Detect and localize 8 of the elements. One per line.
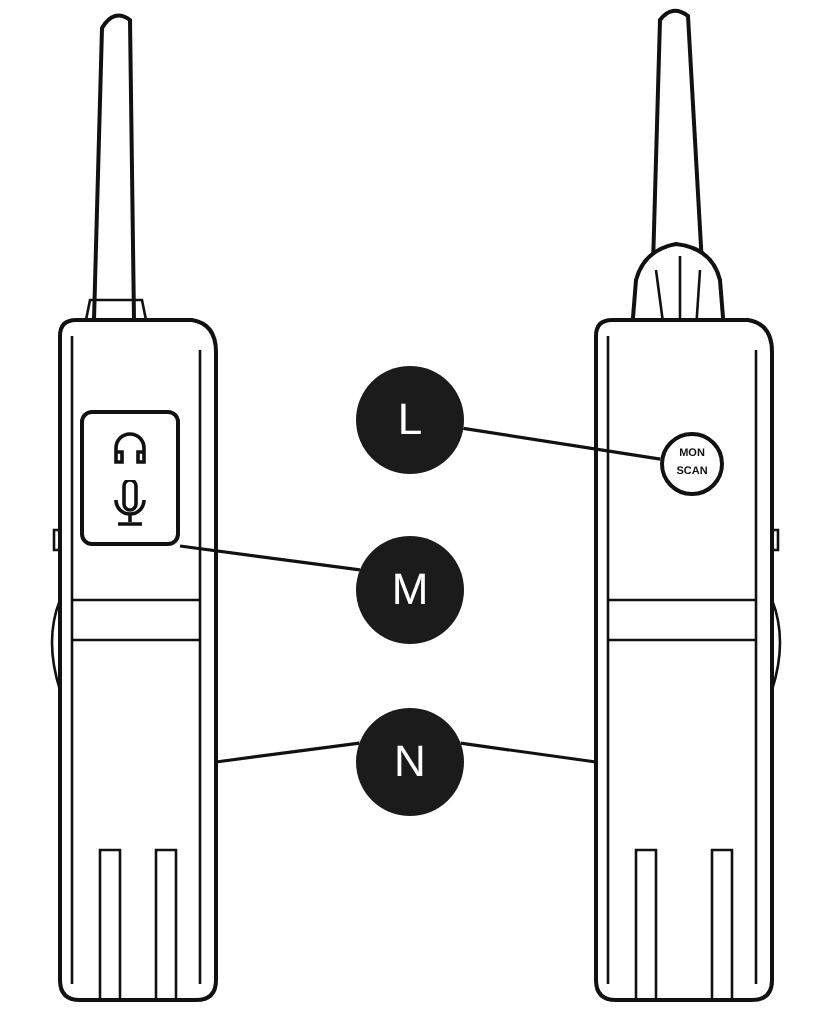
leader-line [215,741,360,764]
callout-circle: N [356,708,464,816]
callout-circle: M [356,536,464,644]
callout-circle: L [356,366,464,474]
jack-cover [80,410,180,546]
leader-line [179,544,361,572]
leader-line [463,426,661,461]
leader-line [460,741,597,764]
